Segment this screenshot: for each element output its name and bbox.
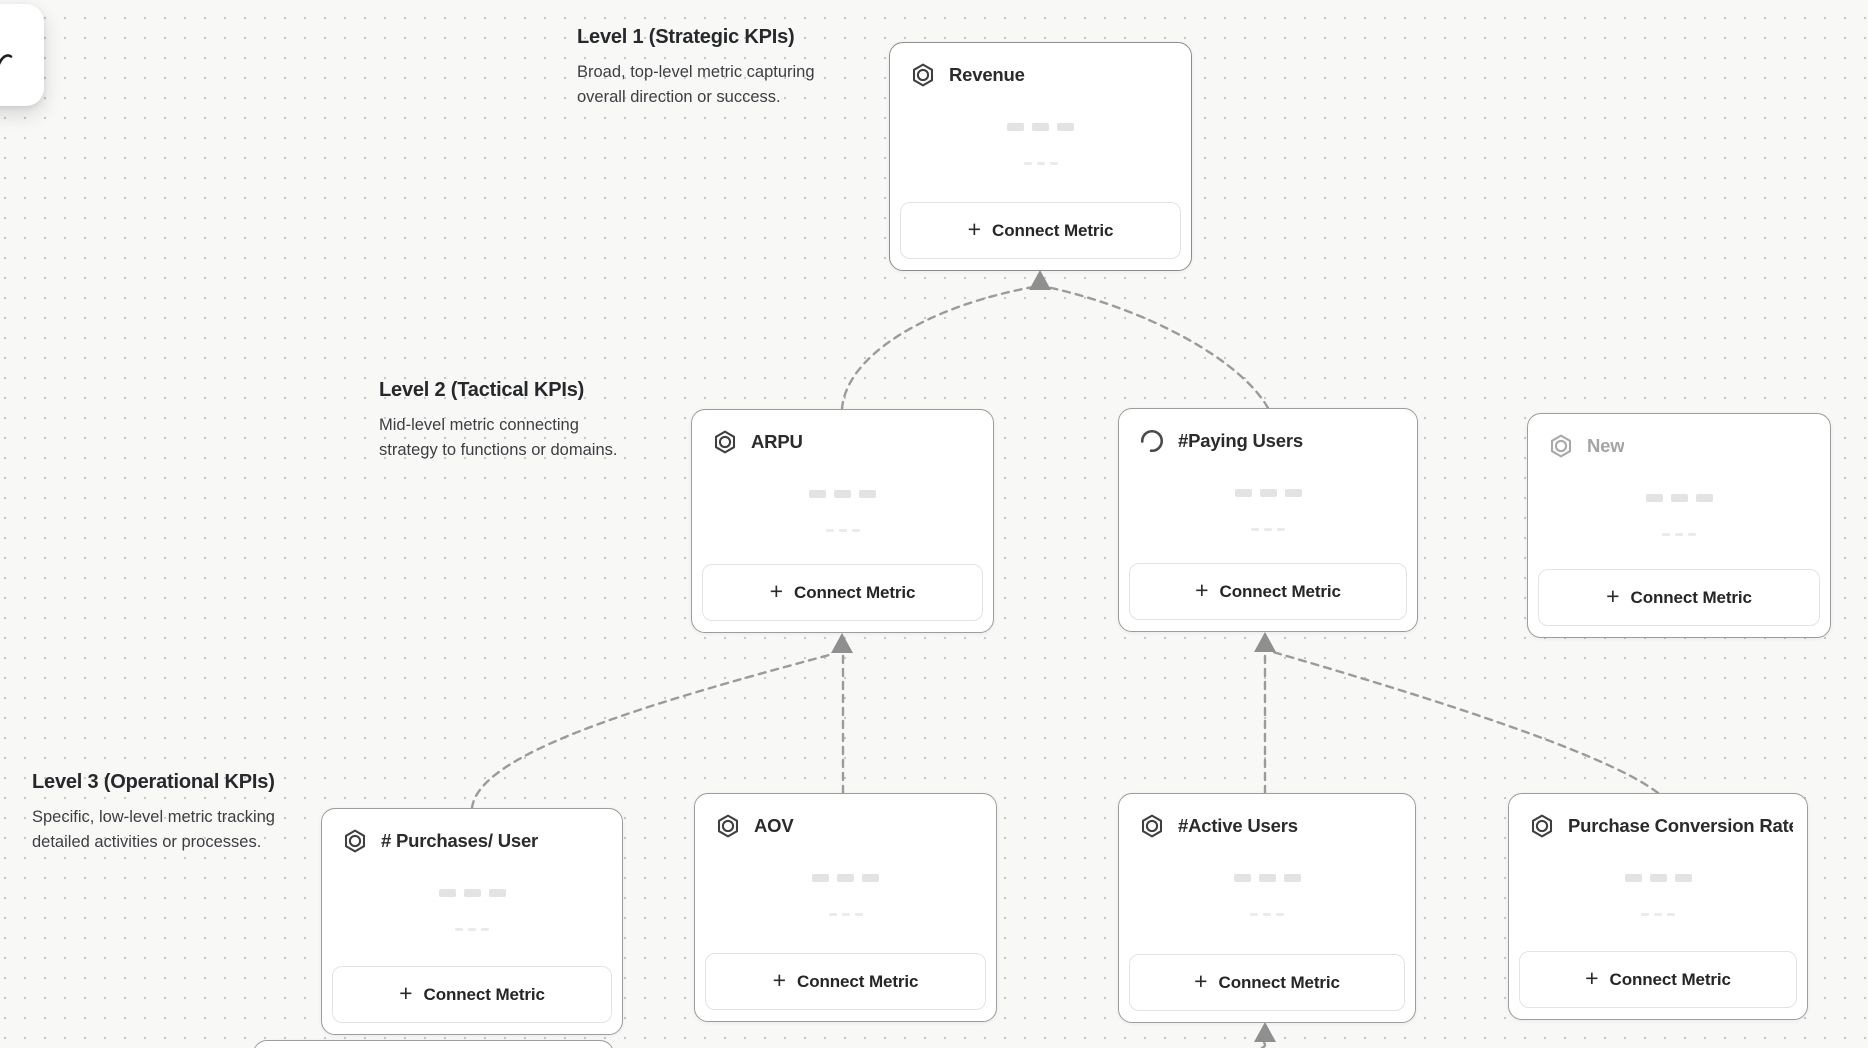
edge-pcr-to-paying: [1271, 650, 1660, 795]
card-header: #Paying Users: [1139, 428, 1403, 454]
axis-skeleton: [890, 162, 1191, 165]
metric-card-new[interactable]: New + Connect Metric: [1527, 413, 1831, 638]
metric-card-revenue[interactable]: Revenue + Connect Metric: [889, 42, 1192, 271]
level-3-description: Specific, low-level metric tracking deta…: [32, 808, 275, 851]
connect-metric-label: Connect Metric: [794, 582, 916, 602]
connect-metric-button[interactable]: + Connect Metric: [332, 966, 612, 1023]
axis-skeleton: [1119, 528, 1417, 531]
hexagon-metric-icon: [912, 63, 934, 87]
level-3-label: Level 3 (Operational KPIs) Specific, low…: [32, 771, 298, 855]
plus-icon: +: [1194, 968, 1208, 994]
axis-skeleton: [1509, 913, 1807, 916]
connect-metric-label: Connect Metric: [1630, 587, 1753, 607]
card-title: AOV: [754, 815, 794, 836]
metric-card-paying-users[interactable]: #Paying Users + Connect Metric: [1118, 408, 1418, 632]
level-2-label: Level 2 (Tactical KPIs) Mid-level metric…: [379, 379, 623, 463]
spinner-icon: [1140, 429, 1164, 453]
plus-icon: +: [1195, 577, 1209, 603]
arrowhead-arpu: [831, 633, 853, 653]
card-title: ARPU: [751, 431, 803, 452]
card-header: New: [1548, 433, 1816, 459]
connect-metric-label: Connect Metric: [1609, 969, 1732, 989]
hexagon-metric-icon: [717, 814, 739, 838]
arrowhead-revenue: [1029, 270, 1051, 290]
connect-metric-label: Connect Metric: [1219, 581, 1342, 601]
connect-metric-label: Connect Metric: [423, 984, 546, 1004]
scribble-tool-icon: [0, 54, 13, 65]
level-3-title: Level 3 (Operational KPIs): [32, 771, 275, 793]
card-header: Revenue: [910, 62, 1177, 88]
card-title: Purchase Conversion Rate: [1568, 815, 1793, 836]
edge-purchases-to-arpu: [470, 652, 835, 810]
level-2-description: Mid-level metric connecting strategy to …: [379, 416, 618, 459]
metric-card-active-users[interactable]: #Active Users + Connect Metric: [1118, 793, 1416, 1023]
connect-metric-button[interactable]: + Connect Metric: [702, 564, 983, 621]
axis-skeleton: [695, 913, 996, 916]
axis-skeleton: [692, 529, 993, 532]
card-header: ARPU: [712, 429, 979, 455]
plus-icon: +: [1585, 965, 1599, 991]
metric-card-purchase-conversion-rate[interactable]: Purchase Conversion Rate + Connect Metri…: [1508, 793, 1808, 1020]
arrowhead-paying: [1254, 632, 1276, 652]
connect-metric-button[interactable]: + Connect Metric: [1519, 951, 1797, 1008]
floating-tool-panel[interactable]: [0, 4, 44, 106]
plus-icon: +: [967, 216, 982, 242]
connect-metric-button[interactable]: + Connect Metric: [900, 202, 1181, 259]
level-1-title: Level 1 (Strategic KPIs): [577, 26, 795, 48]
metric-card-purchases-per-user[interactable]: # Purchases/ User + Connect Metric: [321, 808, 623, 1035]
card-header: AOV: [715, 813, 982, 839]
hexagon-metric-icon: [344, 829, 366, 853]
card-title: # Purchases/ User: [381, 830, 539, 851]
connect-metric-button[interactable]: + Connect Metric: [1538, 569, 1820, 626]
card-title: Revenue: [949, 64, 1025, 85]
chart-skeleton: [1528, 494, 1830, 502]
plus-icon: +: [1606, 583, 1620, 609]
card-header: Purchase Conversion Rate: [1529, 813, 1793, 839]
card-header: # Purchases/ User: [342, 828, 608, 854]
chart-skeleton: [322, 889, 622, 897]
chart-skeleton: [695, 874, 996, 882]
chart-skeleton: [890, 123, 1191, 131]
card-title: New: [1587, 435, 1625, 456]
hexagon-metric-icon: [1531, 814, 1553, 838]
connect-metric-label: Connect Metric: [797, 971, 919, 991]
chart-skeleton: [692, 490, 993, 498]
axis-skeleton: [1119, 913, 1415, 916]
chart-skeleton: [1509, 874, 1807, 882]
connect-metric-label: Connect Metric: [992, 220, 1114, 240]
arrowhead-active-bottom: [1254, 1022, 1276, 1042]
card-header: #Active Users: [1139, 813, 1401, 839]
plus-icon: +: [772, 967, 787, 993]
hexagon-metric-icon: [1550, 434, 1572, 458]
connect-metric-label: Connect Metric: [1218, 972, 1341, 992]
edge-arpu-to-revenue: [840, 285, 1035, 411]
chart-skeleton: [1119, 874, 1415, 882]
level-2-title: Level 2 (Tactical KPIs): [379, 379, 585, 401]
metric-card-aov[interactable]: AOV + Connect Metric: [694, 793, 997, 1022]
level-1-description: Broad, top-level metric capturing overal…: [577, 63, 815, 106]
card-title: #Active Users: [1178, 815, 1298, 836]
level-1-label: Level 1 (Strategic KPIs) Broad, top-leve…: [577, 26, 831, 110]
plus-icon: +: [399, 980, 413, 1006]
chart-skeleton: [1119, 489, 1417, 497]
connect-metric-button[interactable]: + Connect Metric: [705, 953, 986, 1010]
metric-card-partial-offscreen[interactable]: [253, 1040, 614, 1048]
edge-paying-to-revenue: [1045, 285, 1270, 410]
plus-icon: +: [769, 578, 784, 604]
card-title: #Paying Users: [1178, 430, 1303, 451]
connect-metric-button[interactable]: + Connect Metric: [1129, 954, 1405, 1011]
hexagon-metric-icon: [714, 430, 736, 454]
axis-skeleton: [1528, 533, 1830, 536]
hexagon-metric-icon: [1141, 814, 1163, 838]
axis-skeleton: [322, 928, 622, 931]
metric-card-arpu[interactable]: ARPU + Connect Metric: [691, 409, 994, 633]
connect-metric-button[interactable]: + Connect Metric: [1129, 563, 1407, 620]
edge-offscreen-to-active: [1260, 1036, 1268, 1048]
